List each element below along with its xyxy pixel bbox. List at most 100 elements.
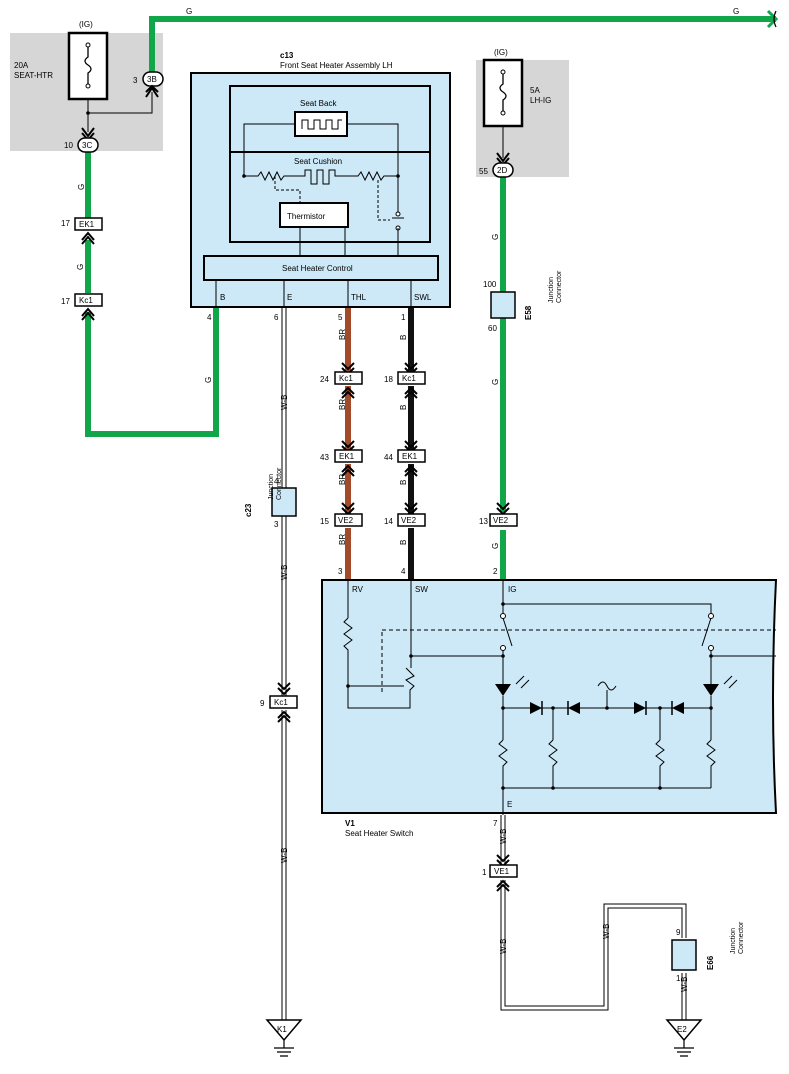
- diode-icon: [634, 702, 646, 714]
- fuse-right-name: LH-IG: [530, 96, 551, 105]
- swl-wire-label-1: B: [399, 335, 408, 340]
- seat-back-heater-icon: [294, 111, 348, 137]
- ground-wire-label-2: W-B: [499, 939, 508, 954]
- seat-heater-assembly: c13 Front Seat Heater Assembly LH Seat B…: [190, 51, 451, 322]
- ig-wire-label-1: G: [491, 234, 500, 240]
- ig-ve2: VE2: [493, 516, 509, 525]
- fuse-left-amp: 20A: [14, 61, 29, 70]
- ground-chain: 1 VE1 9 1 E66 Junction Connector E2: [482, 854, 745, 1057]
- swl-wire-label-2: B: [399, 405, 408, 410]
- term-e: E: [287, 293, 292, 302]
- swl-ek1-pin: 44: [384, 453, 393, 462]
- thl-ve2: VE2: [338, 516, 354, 525]
- swl-ve2-pin: 14: [384, 517, 393, 526]
- v1-code: V1: [345, 819, 355, 828]
- c23-jc-1: Junction: [268, 474, 275, 500]
- thl-wire-label-1: BR: [338, 329, 347, 340]
- left-chain-connectors: 17 EK1 17 Kc1: [61, 217, 103, 321]
- top-wire-label-left: G: [186, 7, 192, 16]
- thl-kc1-pin: 24: [320, 375, 329, 384]
- e66-jc-2: Connector: [738, 921, 745, 954]
- fuse-icon: [499, 72, 507, 113]
- fuse-lh-ig: (IG) 5A LH-IG 55 2D: [479, 48, 551, 178]
- fuse-right-conn: 2D: [497, 166, 507, 175]
- e66-junction: [671, 939, 697, 971]
- connector-arrow-icon: [404, 464, 418, 477]
- pin-thl: 5: [338, 313, 343, 322]
- swl-ek1: EK1: [402, 452, 418, 461]
- fuse-left-name: SEAT-HTR: [14, 71, 53, 80]
- thl-ek1-pin: 43: [320, 453, 329, 462]
- connector-arrow-icon: [496, 879, 510, 892]
- seat-back-label: Seat Back: [300, 99, 337, 108]
- e58-code: E58: [524, 305, 533, 320]
- ground-wire-label-1: W-B: [499, 829, 508, 844]
- fuse-right-pin: 55: [479, 167, 488, 176]
- swl-kc1-pin: 18: [384, 375, 393, 384]
- ve1: VE1: [494, 867, 510, 876]
- left-kc1-pin: 17: [61, 297, 70, 306]
- cushion-heater-icon: [244, 169, 398, 185]
- e-kc1-pin: 9: [260, 699, 265, 708]
- left-ek1-pin: 17: [61, 219, 70, 228]
- fuse-left-conn-top: 3B: [147, 75, 157, 84]
- fuse-left-pin-top: 3: [133, 76, 138, 85]
- e66-jc-1: Junction: [730, 928, 737, 954]
- resistor-icon: [343, 617, 411, 709]
- left-wire-label-2: G: [76, 264, 85, 270]
- left-ek1: EK1: [79, 220, 95, 229]
- control-label: Seat Heater Control: [282, 264, 353, 273]
- ig-wire-label-2: G: [491, 379, 500, 385]
- fuse-right-ig: (IG): [494, 48, 508, 57]
- fuse-right-amp: 5A: [530, 86, 540, 95]
- connector-arrow-icon: [277, 710, 291, 723]
- thl-wire-label-2: BR: [338, 399, 347, 410]
- swl-ve2: VE2: [401, 516, 417, 525]
- pin-b: 4: [207, 313, 212, 322]
- v1-e: E: [507, 800, 512, 809]
- e58-pin-top: 100: [483, 280, 497, 289]
- diode-icon: [530, 702, 542, 714]
- connector-arrow-icon: [341, 386, 355, 399]
- swl-kc1: Kc1: [402, 374, 416, 383]
- fuse-left-conn-bottom: 3C: [82, 141, 92, 150]
- fuse-seat-htr: (IG) 20A SEAT-HTR 3 3B 10 3C: [14, 20, 164, 153]
- c23-jc-2: Connector: [276, 467, 283, 500]
- green-wires: [85, 16, 776, 580]
- connector-arrow-icon: [341, 464, 355, 477]
- v1-sw: SW: [415, 585, 428, 594]
- ig-wire-label-3: G: [491, 543, 500, 549]
- ground-wire-label-4: W-B: [680, 977, 689, 992]
- e66-pin-top: 9: [676, 928, 681, 937]
- left-wire-label-1: G: [77, 184, 86, 190]
- e-wire-label-3: W-B: [280, 848, 289, 863]
- thl-ek1: EK1: [339, 452, 355, 461]
- top-wire-label-right: G: [733, 7, 739, 16]
- pin-swl: 1: [401, 313, 406, 322]
- left-kc1: Kc1: [79, 296, 93, 305]
- led-icon: [495, 684, 511, 696]
- ground-wire-label-3: W-B: [602, 924, 611, 939]
- term-b: B: [220, 293, 225, 302]
- v1-title: Seat Heater Switch: [345, 829, 413, 838]
- ig-ve2-pin: 13: [479, 517, 488, 526]
- ground-k1: K1: [277, 1025, 287, 1034]
- fuse-icon: [84, 45, 92, 86]
- led-icon: [703, 684, 719, 696]
- fuse-left-ig: (IG): [79, 20, 93, 29]
- swl-v1-pin: 4: [401, 567, 406, 576]
- ground-e2: E2: [677, 1025, 687, 1034]
- e66-code: E66: [706, 955, 715, 970]
- wb-wires: [281, 307, 687, 1022]
- ground-e2-icon: [665, 1019, 703, 1042]
- v1-ig: IG: [508, 585, 516, 594]
- thermistor-label: Thermistor: [287, 212, 326, 221]
- pin-e: 6: [274, 313, 279, 322]
- e-chain: 4 3 c23 Junction Connector 9 Kc1 K1: [244, 467, 303, 1057]
- e66-pin-bottom: 1: [676, 974, 681, 983]
- diode-icon: [672, 702, 684, 714]
- break-icon: [773, 10, 777, 28]
- v1-rv: RV: [352, 585, 364, 594]
- swl-wire-label-4: B: [399, 540, 408, 545]
